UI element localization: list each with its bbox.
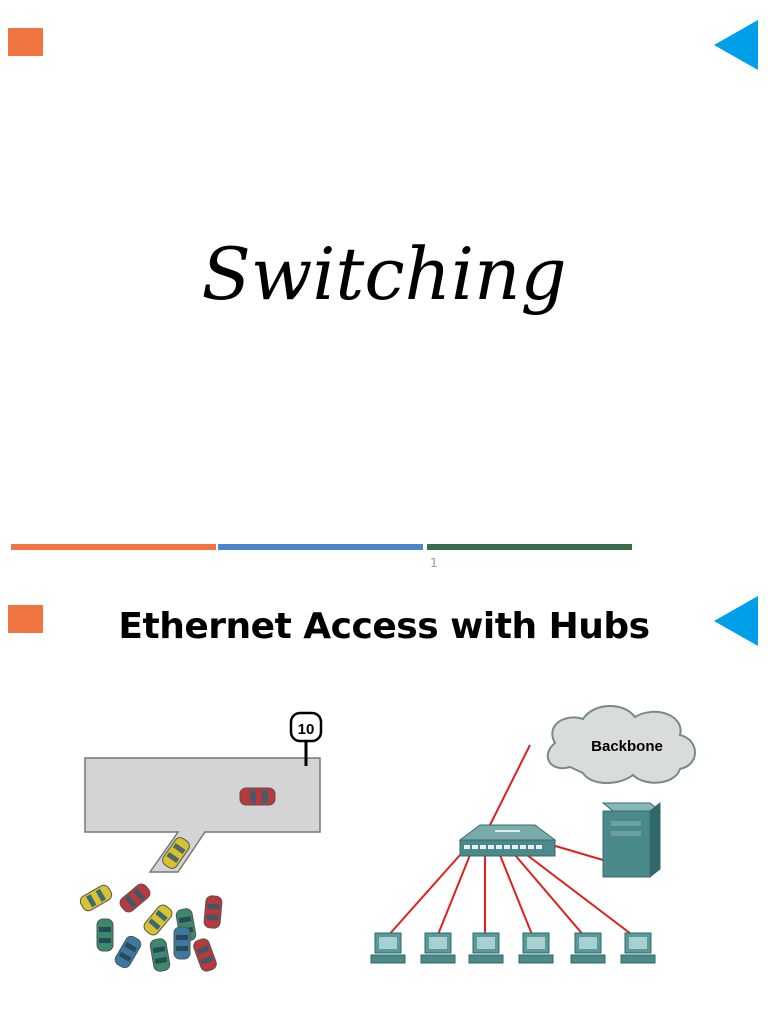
hub-icon [458,824,557,857]
car-icon [119,883,151,913]
car-icon [114,935,142,969]
svg-text:Backbone: Backbone [591,738,663,755]
divider-bars [11,544,633,550]
computer-icon [468,932,504,964]
hub-network-diagram: Backbone [370,704,696,964]
car-icon [79,884,113,912]
triangle-marker-icon [714,596,758,646]
car-icon [203,895,223,929]
car-icon [96,918,114,952]
network-cables [386,744,636,938]
road-shape [84,757,321,873]
square-marker-icon [8,28,43,56]
computer-icon [620,932,656,964]
car-icon [143,904,173,936]
server-icon [601,801,662,879]
car-icon [149,938,171,972]
slide-title: Switching [201,232,567,316]
divider-bar-blue [218,544,423,550]
slide-title: Ethernet Access with Hubs [118,606,650,647]
square-marker-icon [8,605,43,633]
page-number: 1 [430,556,438,570]
divider-bar-green [427,544,632,550]
car-icon [193,938,217,972]
cloud-icon: Backbone [546,704,696,784]
car-icon [239,787,276,806]
content-slide: Ethernet Access with Hubs 10 [0,580,768,1024]
computer-icon [370,932,406,964]
speed-sign-icon: 10 [289,711,323,766]
computer-icon [518,932,554,964]
computer-icon [420,932,456,964]
title-slide: Switching 1 [8,20,758,570]
computer-icon [570,932,606,964]
traffic-illustration: 10 [79,711,323,972]
divider-bar-orange [11,544,216,550]
car-icon [162,837,190,869]
car-icon [173,926,191,960]
triangle-marker-icon [714,20,758,70]
svg-text:10: 10 [298,721,315,738]
